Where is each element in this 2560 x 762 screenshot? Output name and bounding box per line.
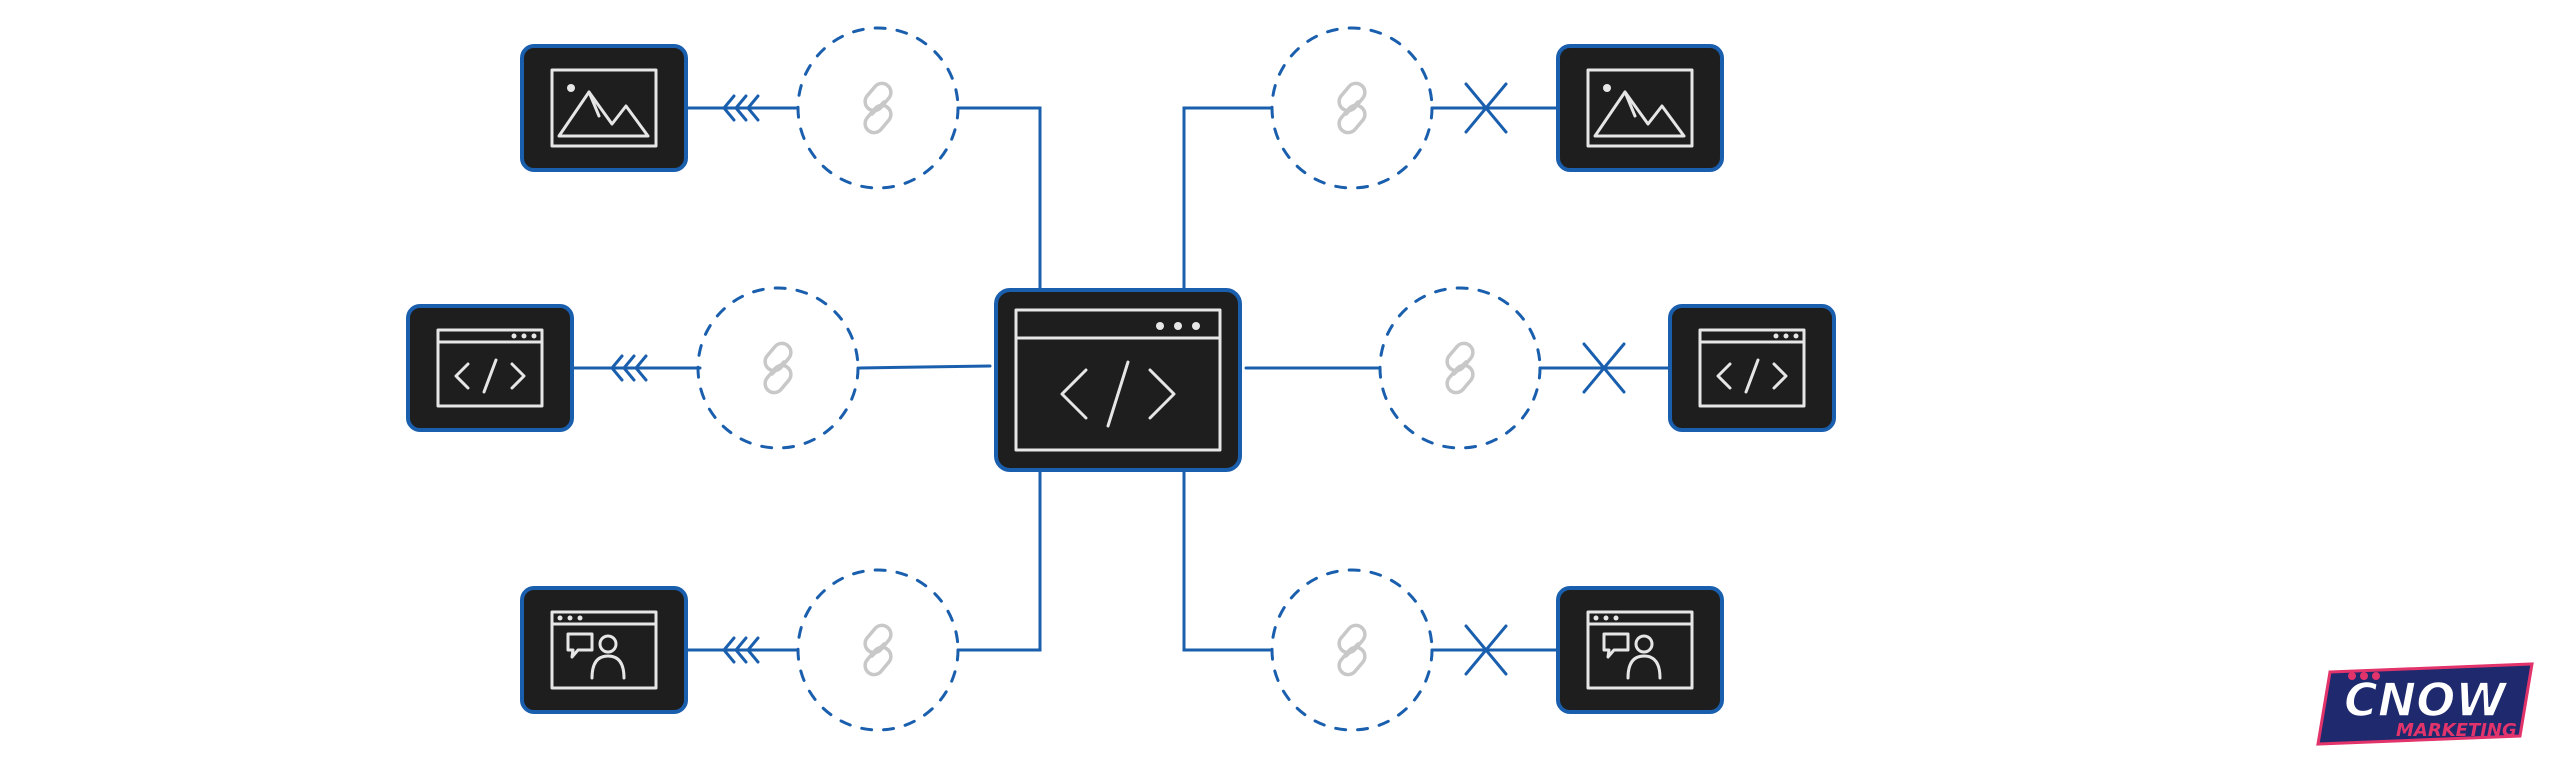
chain-link-icon: [1441, 337, 1479, 399]
right-node-middle: [1378, 286, 1836, 450]
chain-link-icon: [859, 619, 897, 681]
connector-lines: [858, 106, 1382, 652]
link-circle: [796, 568, 960, 732]
link-circle: [696, 286, 860, 450]
left-node-middle: [406, 286, 860, 450]
left-node-top: [520, 26, 960, 190]
link-circle: [1378, 286, 1542, 450]
link-circle: [796, 26, 960, 190]
cnow-marketing-logo: CNOW MARKETING: [2316, 662, 2534, 746]
logo-line1: CNOW: [2344, 673, 2508, 727]
chain-link-icon: [1333, 619, 1371, 681]
hub-node: [994, 288, 1242, 472]
logo-line2: MARKETING: [2396, 720, 2517, 741]
right-node-top: [1270, 26, 1724, 190]
link-circle: [1270, 568, 1434, 732]
chain-link-icon: [759, 337, 797, 399]
chain-link-icon: [1333, 77, 1371, 139]
code-window-icon: [1014, 308, 1222, 452]
link-circle: [1270, 26, 1434, 190]
chain-link-icon: [859, 77, 897, 139]
left-node-bottom: [520, 568, 960, 732]
right-node-bottom: [1270, 568, 1724, 732]
